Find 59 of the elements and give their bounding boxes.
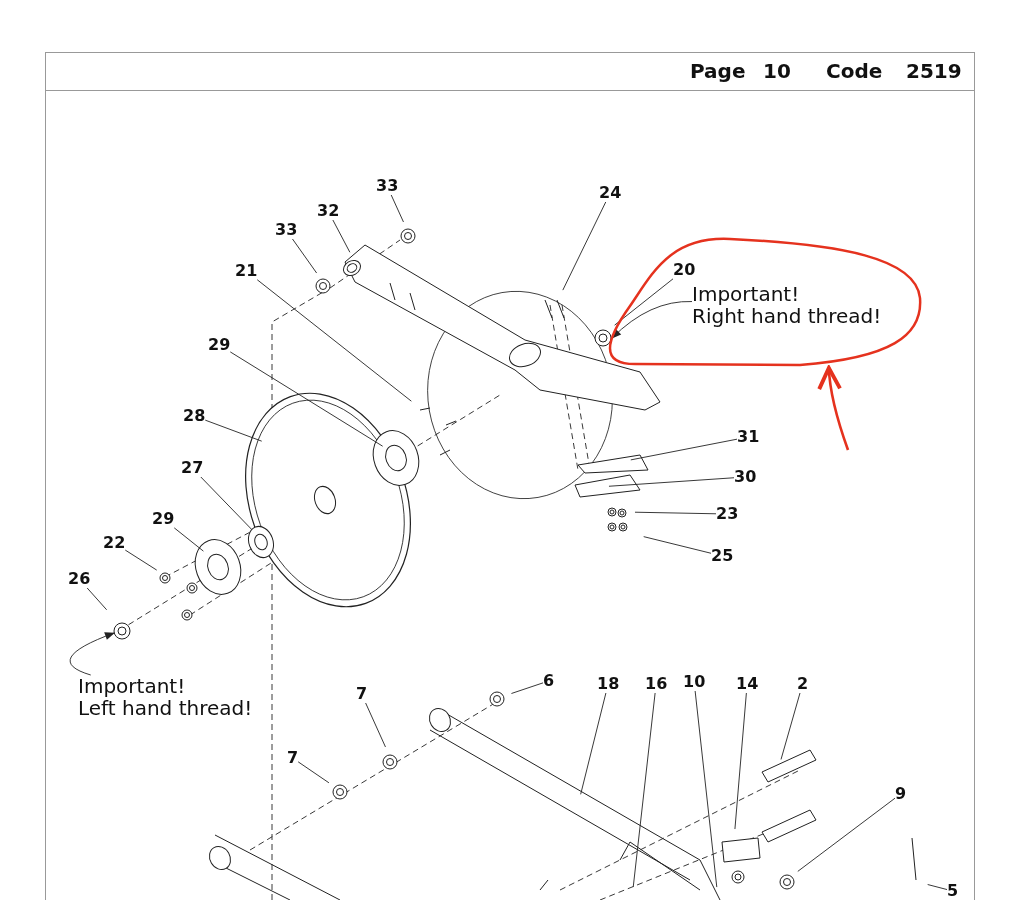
callout-number: 26 <box>68 570 91 588</box>
leader-line <box>173 527 204 552</box>
leader-line <box>614 278 674 326</box>
leader-line <box>256 279 412 402</box>
leader-line <box>780 692 801 760</box>
leader-line <box>332 219 351 253</box>
leader-line <box>204 419 263 442</box>
callout-number: 21 <box>235 262 258 280</box>
leader-line <box>562 201 607 291</box>
leader-line <box>200 476 252 530</box>
leader-line <box>630 438 738 461</box>
leader-line <box>292 238 318 274</box>
callout-number: 10 <box>683 673 706 691</box>
callout-number: 28 <box>183 407 206 425</box>
leader-line <box>390 194 404 223</box>
callout-number: 9 <box>895 785 907 803</box>
page-number: 10 <box>763 59 791 83</box>
callout-number: 14 <box>736 675 759 693</box>
callout-number: 29 <box>208 336 231 354</box>
callout-number: 7 <box>287 749 299 767</box>
callout-number: 2 <box>797 675 809 693</box>
code-label: Code <box>826 59 883 83</box>
callout-number: 30 <box>734 468 757 486</box>
callout-number: 25 <box>711 547 734 565</box>
leader-line <box>927 884 948 890</box>
callout-number: 7 <box>356 685 368 703</box>
callout-number: 6 <box>543 672 555 690</box>
leader-line <box>580 692 607 795</box>
callout-number: 33 <box>275 221 298 239</box>
leader-line <box>297 761 330 784</box>
callout-number: 23 <box>716 505 739 523</box>
leader-line <box>797 797 896 872</box>
callout-number: 20 <box>673 261 696 279</box>
leader-line <box>608 477 735 487</box>
arrow <box>817 366 850 451</box>
callout-number: 24 <box>599 184 622 202</box>
callout-number: 33 <box>376 177 399 195</box>
note-text: Important! Left hand thread! <box>78 675 253 719</box>
leader-line <box>124 549 158 571</box>
leader-line <box>643 536 712 554</box>
callout-number: 18 <box>597 675 620 693</box>
leader-line <box>734 692 747 830</box>
callout-number: 29 <box>152 510 175 528</box>
note-text: Important! Right hand thread! <box>692 283 882 327</box>
callout-number: 22 <box>103 534 126 552</box>
callout-number: 5 <box>947 882 959 900</box>
leader-line <box>632 692 656 888</box>
code-number: 2519 <box>906 59 962 83</box>
page-label: Page <box>690 59 746 83</box>
callout-number: 16 <box>645 675 668 693</box>
leader-line <box>86 587 108 611</box>
callout-number: 27 <box>181 459 204 477</box>
leader-line <box>694 690 718 888</box>
callout-number: 32 <box>317 202 340 220</box>
leader-line <box>229 351 384 447</box>
leader-line <box>634 511 717 515</box>
callout-number: 31 <box>737 428 760 446</box>
leader-line <box>365 702 386 748</box>
leader-line <box>511 682 544 694</box>
